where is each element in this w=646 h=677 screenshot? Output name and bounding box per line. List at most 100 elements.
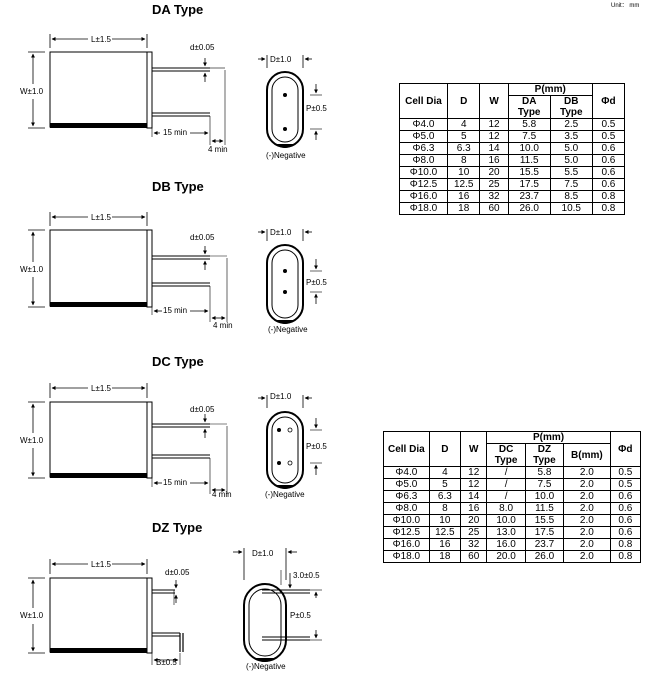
dc-P-label: P±0.5	[306, 442, 327, 451]
table-cell: 20	[459, 514, 488, 527]
table-cell: 15.5	[507, 166, 551, 179]
table-cell: 5.8	[507, 118, 551, 131]
da-length-label: L±1.5	[91, 35, 111, 44]
table-cell: 8	[446, 154, 481, 167]
th-D: D	[446, 83, 481, 119]
table-cell: 32	[459, 538, 488, 551]
table-cell: Φ18.0	[399, 202, 448, 215]
dc-side-view	[28, 383, 228, 494]
table-cell: 16	[479, 154, 509, 167]
table-cell: 14	[479, 142, 509, 155]
table-cell: 10	[446, 166, 481, 179]
dc-type-title: DC Type	[152, 354, 204, 369]
dz-B-label: B±0.5	[156, 658, 177, 667]
dc-4min-label: 4 min	[212, 490, 232, 499]
table-cell: 3.5	[549, 130, 593, 143]
table-cell: 12	[459, 466, 488, 479]
table-cell: 12	[459, 478, 488, 491]
db-negative-label: (-)Negative	[268, 325, 308, 334]
table-cell: 20	[479, 166, 509, 179]
da-D-label: D±1.0	[270, 55, 292, 64]
table-cell: 0.8	[591, 190, 626, 203]
db-type-title: DB Type	[152, 179, 204, 194]
th-db-type: DB Type	[549, 95, 593, 119]
th-da-type: DA Type	[507, 95, 551, 119]
table-cell: 26.0	[524, 550, 565, 563]
table-cell: 25	[459, 526, 488, 539]
table-cell: 0.6	[591, 166, 626, 179]
dz-D-label: D±1.0	[252, 549, 274, 558]
table-cell: 8	[428, 502, 462, 515]
table-cell: 0.6	[609, 514, 642, 527]
dz-length-label: L±1.5	[91, 560, 111, 569]
th2-dz-type: DZ Type	[524, 443, 565, 467]
table-cell: 0.6	[591, 142, 626, 155]
da-side-view	[28, 34, 226, 145]
table-cell: Φ16.0	[399, 190, 448, 203]
table-cell: Φ12.5	[383, 526, 430, 539]
table-cell: 60	[459, 550, 488, 563]
table-cell: 2.0	[563, 550, 611, 563]
table-cell: Φ5.0	[383, 478, 430, 491]
table-cell: 2.0	[563, 538, 611, 551]
db-end-view	[258, 229, 322, 324]
table-cell: 8.5	[549, 190, 593, 203]
table-cell: 23.7	[524, 538, 565, 551]
table-cell: 0.8	[591, 202, 626, 215]
table-cell: Φ6.3	[383, 490, 430, 503]
dc-D-label: D±1.0	[270, 392, 292, 401]
table-cell: 2.0	[563, 466, 611, 479]
dz-type-title: DZ Type	[152, 520, 203, 535]
th2-b: B(mm)	[563, 443, 611, 467]
table-cell: 0.5	[609, 478, 642, 491]
table-cell: 7.5	[524, 478, 565, 491]
table-cell: 20.0	[486, 550, 526, 563]
table-cell: 5.8	[524, 466, 565, 479]
dc-negative-label: (-)Negative	[265, 490, 305, 499]
da-width-label: W±1.0	[20, 87, 44, 96]
table-cell: Φ4.0	[399, 118, 448, 131]
table-cell: 5	[428, 478, 462, 491]
table-cell: 60	[479, 202, 509, 215]
table-cell: Φ16.0	[383, 538, 430, 551]
dc-dz-spec-table: Cell Dia D W P(mm) Φd DC Type DZ Type B(…	[383, 431, 642, 563]
table-cell: 11.5	[507, 154, 551, 167]
table-cell: Φ5.0	[399, 130, 448, 143]
db-side-view	[28, 212, 228, 322]
table-cell: 0.6	[591, 178, 626, 191]
dc-end-view	[258, 395, 322, 489]
table-cell: 25	[479, 178, 509, 191]
table-cell: 5.5	[549, 166, 593, 179]
da-lead-dia-label: d±0.05	[190, 43, 215, 52]
da-type-title: DA Type	[152, 2, 204, 17]
table-cell: Φ6.3	[399, 142, 448, 155]
table-cell: 15.5	[524, 514, 565, 527]
table-cell: 10	[428, 514, 462, 527]
table-cell: 7.5	[549, 178, 593, 191]
table-cell: 16	[446, 190, 481, 203]
dz-side-view	[28, 559, 184, 665]
table-cell: 0.5	[591, 130, 626, 143]
table-cell: 2.0	[563, 502, 611, 515]
th2-W: W	[459, 431, 488, 467]
table-cell: 16.0	[486, 538, 526, 551]
table-cell: 2.0	[563, 478, 611, 491]
da-P-label: P±0.5	[306, 104, 327, 113]
table-cell: Φ4.0	[383, 466, 430, 479]
dz-lead-dia-label: d±0.05	[165, 568, 190, 577]
unit-label: Unit： mm	[611, 3, 640, 9]
table-cell: 2.0	[563, 490, 611, 503]
table-cell: 18	[446, 202, 481, 215]
th-phi-d: Φd	[591, 83, 626, 119]
table-cell: 0.5	[609, 466, 642, 479]
dc-lead-dia-label: d±0.05	[190, 405, 215, 414]
table-cell: 12.5	[428, 526, 462, 539]
